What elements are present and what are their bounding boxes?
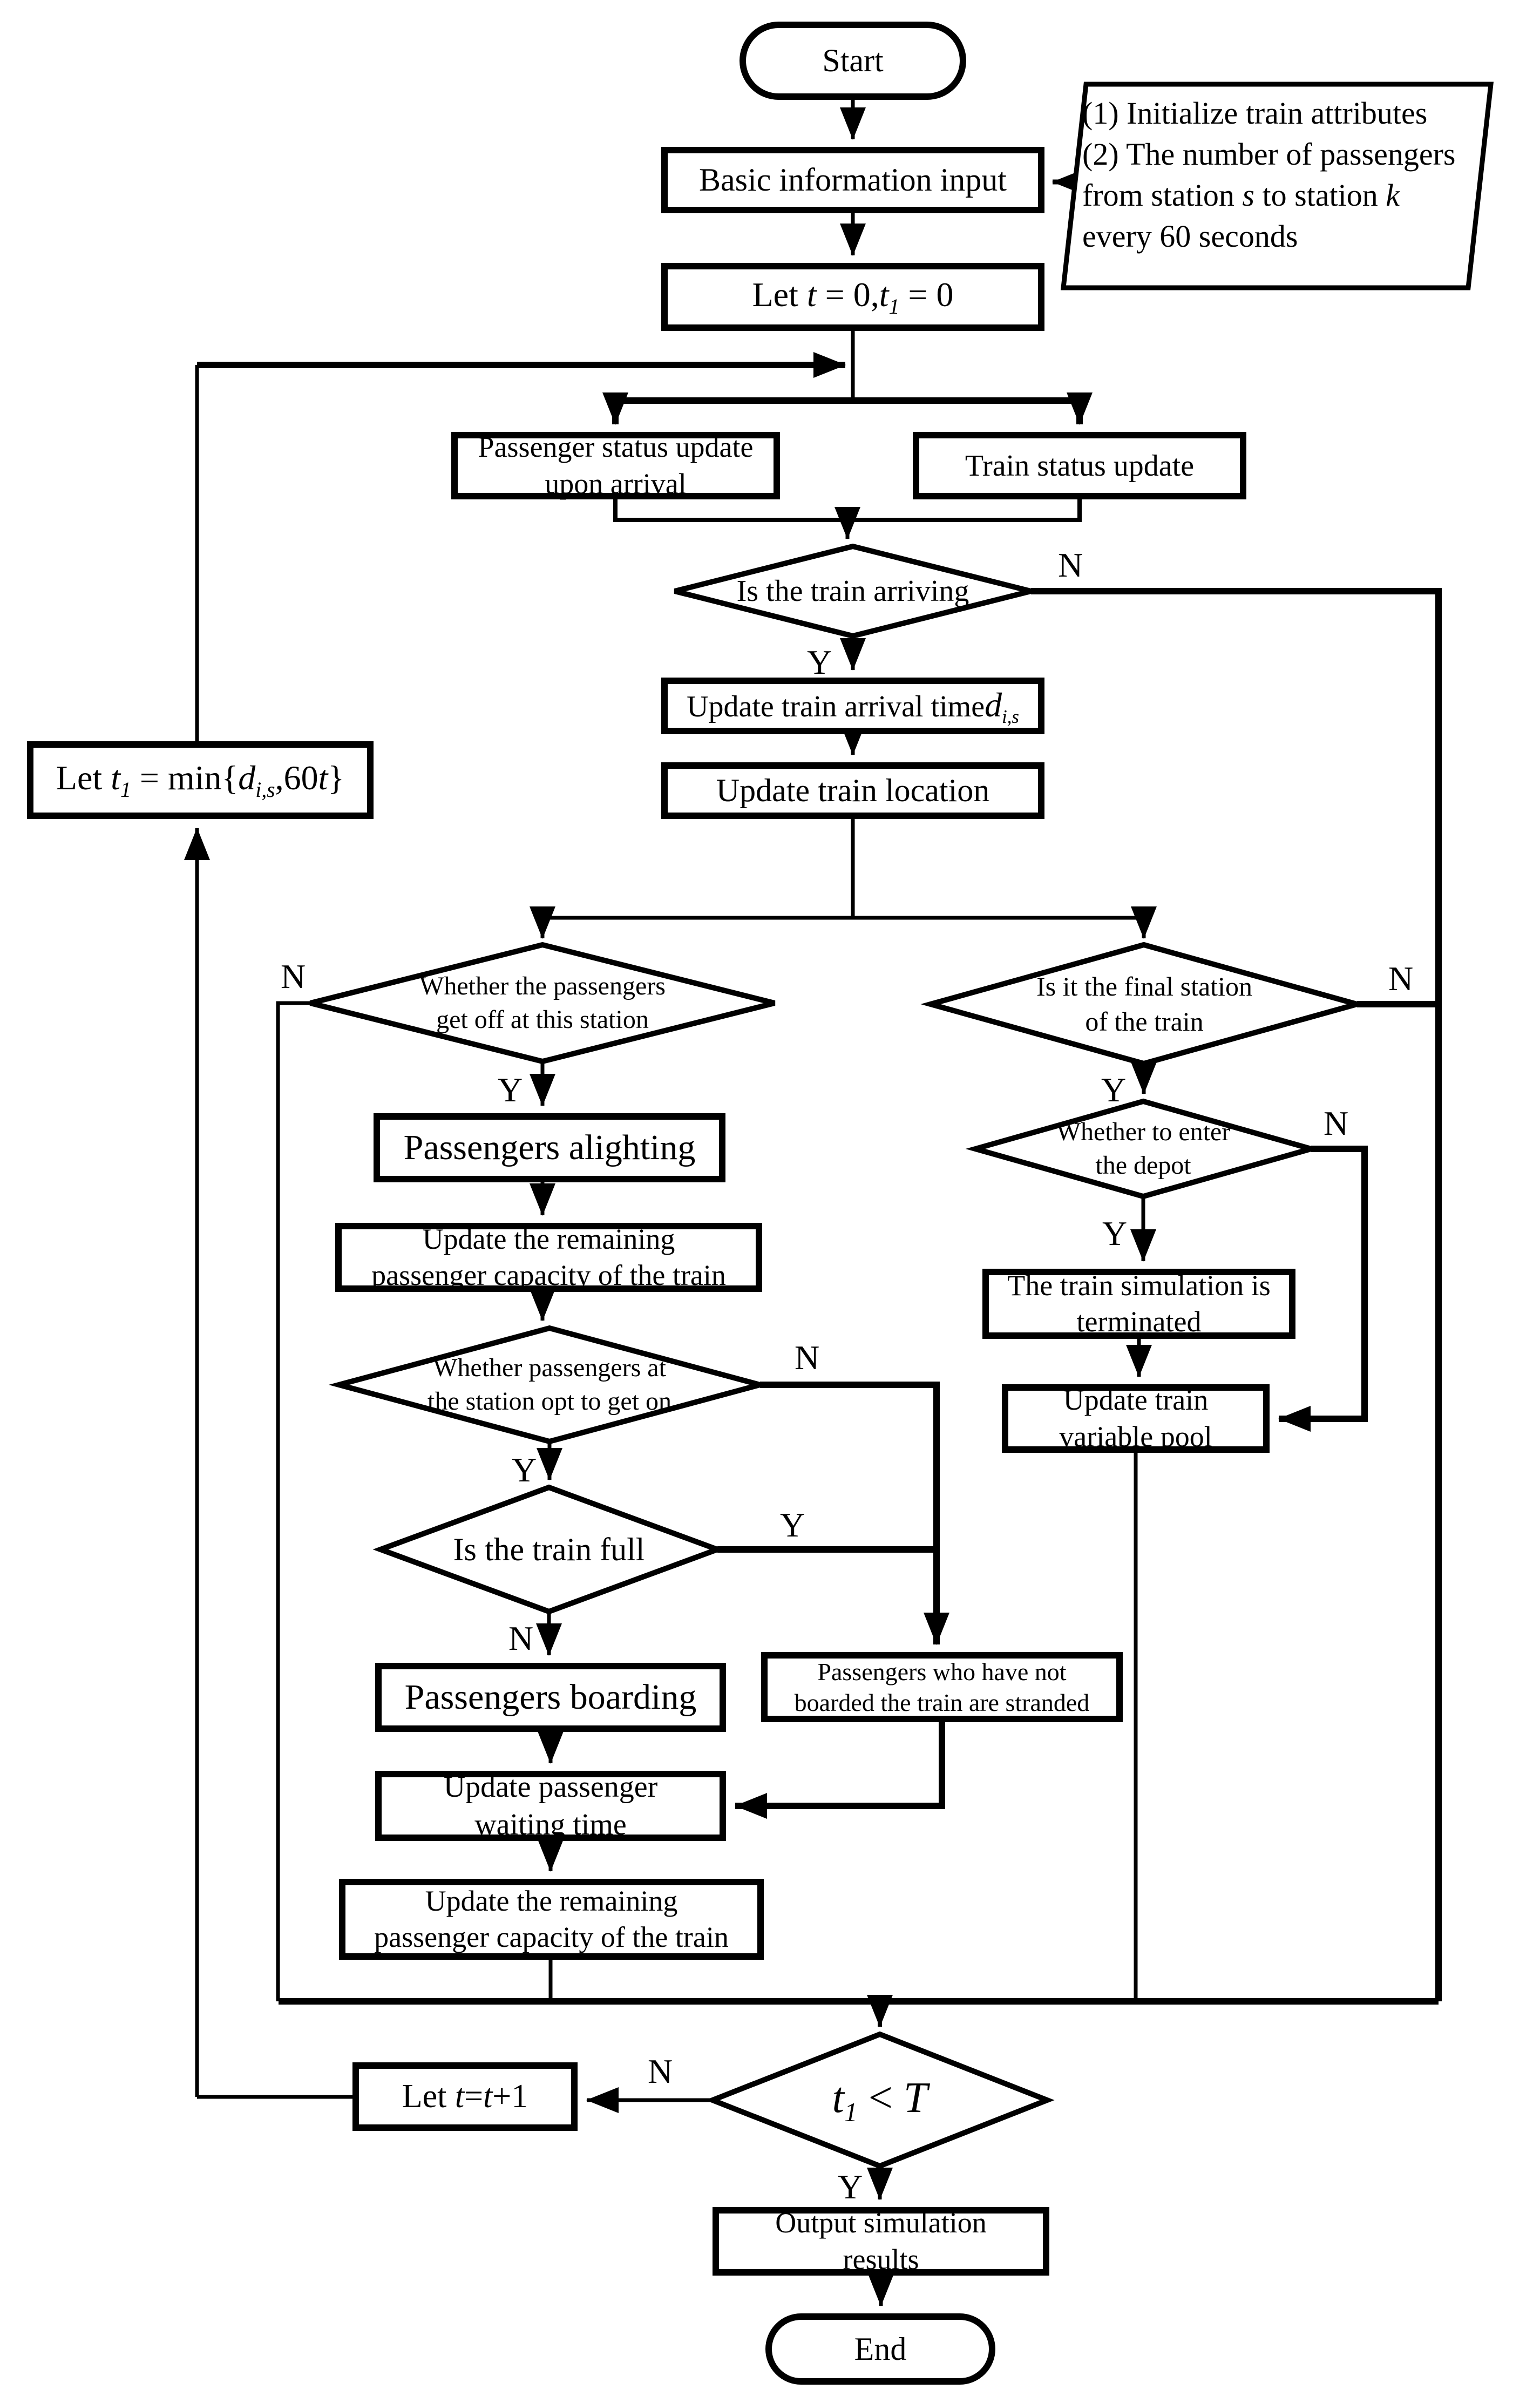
train-status-update-box: Train status update <box>913 432 1246 499</box>
final-y-label: Y <box>1101 1071 1127 1109</box>
edge-location-split <box>542 819 855 920</box>
waiting-line2: waiting time <box>474 1808 627 1842</box>
t1-min-box: Let t1 = min{di,s,60t} <box>27 741 374 819</box>
opt-n-label: N <box>795 1338 820 1377</box>
is-train-full-text: Is the train full <box>453 1532 645 1567</box>
update-variable-pool-box: Update train variable pool <box>1002 1384 1270 1453</box>
final-n-label: N <box>1388 959 1414 998</box>
start-label: Start <box>822 43 884 78</box>
capacity1-line1: Update the remaining <box>422 1222 675 1255</box>
capacity2-line2: passenger capacity of the train <box>374 1921 729 1953</box>
terminated-line1: The train simulation is <box>1007 1269 1271 1302</box>
update-waiting-time-box: Update passenger waiting time <box>375 1770 726 1842</box>
passenger-status-line1: Passenger status update <box>478 431 754 463</box>
opt-y-label: Y <box>512 1451 537 1489</box>
basic-information-input-box: Basic information input <box>661 147 1044 213</box>
passengers-boarding-box: Passengers boarding <box>375 1663 726 1732</box>
annotation-shape <box>1060 82 1494 290</box>
arriving-y-label: Y <box>807 643 832 681</box>
start-node: Start <box>740 22 966 100</box>
t-increment-box: Let t=t+1 <box>352 2062 578 2131</box>
update-arrival-time-label: Update train arrival timedi,s <box>687 685 1019 727</box>
output-results-box: Output simulation results <box>713 2206 1049 2276</box>
getoff-y-label: Y <box>498 1071 523 1109</box>
end-node: End <box>765 2313 995 2385</box>
edge-status-merge <box>613 499 1082 522</box>
update-train-location-box: Update train location <box>661 762 1044 819</box>
update-capacity1-box: Update the remaining passenger capacity … <box>335 1223 762 1292</box>
update-train-location-label: Update train location <box>716 773 990 808</box>
pool-line1: Update train <box>1063 1384 1209 1416</box>
basic-information-input-label: Basic information input <box>699 162 1007 198</box>
output-line2: results <box>843 2243 919 2276</box>
diamond-is-train-arriving <box>674 543 1032 639</box>
diamond-enter-depot <box>965 1098 1321 1200</box>
output-line1: Output simulation <box>775 2206 987 2239</box>
full-y-label: Y <box>780 1506 805 1544</box>
diamond-passengers-get-off <box>309 942 776 1065</box>
depot-n-label: N <box>1324 1104 1349 1142</box>
t1-min-label: Let t1 = min{di,s,60t} <box>56 759 345 802</box>
diamond-opt-to-get-on <box>328 1325 771 1445</box>
update-capacity2-box: Update the remaining passenger capacity … <box>339 1879 764 1960</box>
train-status-update-label: Train status update <box>965 449 1195 483</box>
annotation-line4: every 60 seconds <box>1082 219 1298 254</box>
terminated-line2: terminated <box>1076 1305 1202 1338</box>
update-arrival-time-box: Update train arrival timedi,s <box>661 678 1044 734</box>
passengers-alighting-box: Passengers alighting <box>374 1113 725 1182</box>
edge-getoff-n-rail <box>276 1001 310 2001</box>
t1-less-than-T-text: t1 < T <box>832 2074 928 2128</box>
is-train-arriving-text: Is the train arriving <box>736 574 969 608</box>
edge-depot-n-rail <box>1278 1146 1368 1432</box>
t-increment-label: Let t=t+1 <box>402 2077 528 2115</box>
annotation-line2: (2) The number of passengers <box>1082 137 1456 172</box>
passenger-status-update-box: Passenger status update upon arrival <box>451 431 780 500</box>
annotation-line1: (1) Initialize train attributes <box>1082 96 1428 131</box>
passengers-boarding-label: Passengers boarding <box>404 1677 697 1717</box>
end-label: End <box>854 2331 907 2367</box>
edge-opt-n-rail <box>760 1382 940 1544</box>
full-n-label: N <box>508 1619 534 1657</box>
diamond-final-station <box>920 942 1367 1067</box>
init-t-label: Let t = 0,t1 = 0 <box>752 275 954 319</box>
diamond-t1-less-T <box>705 2031 1055 2169</box>
annotation-text: (1) Initialize train attributes (2) The … <box>1082 93 1484 257</box>
simulation-terminated-box: The train simulation is terminated <box>982 1269 1295 1339</box>
depot-y-label: Y <box>1102 1214 1128 1253</box>
tcheck-n-label: N <box>648 2052 673 2090</box>
tcheck-y-label: Y <box>838 2168 863 2206</box>
edge-arriving-n-rail <box>1031 588 1442 2001</box>
passengers-alighting-label: Passengers alighting <box>403 1127 696 1167</box>
stranded-line1: Passengers who have not <box>817 1657 1067 1686</box>
arriving-n-label: N <box>1058 546 1083 584</box>
diamond-is-train-full <box>372 1484 725 1615</box>
init-t-box: Let t = 0,t1 = 0 <box>661 263 1044 331</box>
capacity2-line1: Update the remaining <box>425 1884 678 1917</box>
waiting-line1: Update passenger <box>443 1770 658 1804</box>
annotation-line3: from station s to station k <box>1082 178 1400 213</box>
stranded-line2: boarded the train are stranded <box>794 1689 1090 1716</box>
edge-stranded-to-waiting <box>735 1722 945 1819</box>
stranded-box: Passengers who have not boarded the trai… <box>761 1652 1123 1722</box>
capacity1-line2: passenger capacity of the train <box>371 1259 726 1291</box>
pool-line2: variable pool <box>1059 1420 1212 1453</box>
getoff-n-label: N <box>281 957 306 996</box>
passenger-status-line2: upon arrival <box>545 467 687 500</box>
